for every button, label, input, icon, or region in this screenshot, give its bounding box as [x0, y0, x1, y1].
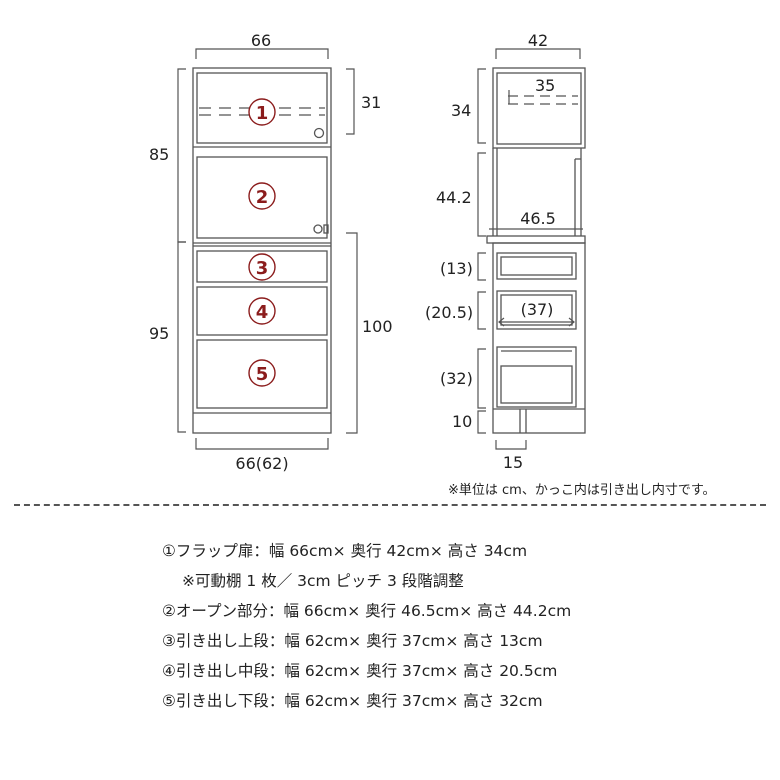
drawer-section-height-label: 100: [362, 317, 393, 336]
side-flap-height-label: 34: [451, 101, 471, 120]
badge-4-label: 4: [256, 302, 269, 323]
open-height-label: 44.2: [436, 188, 472, 207]
upper-height-label: 85: [149, 145, 169, 164]
drawer-inner-depth-label: (37): [521, 300, 554, 319]
dimension-diagram: 1 2 3 4 5 66 31 85 95 100 66(62): [149, 31, 586, 473]
drawer1-height-label: (13): [440, 259, 473, 278]
badge-4-icon: [248, 297, 276, 325]
badge-3-label: 3: [256, 258, 269, 279]
spec-drawer-middle: ④引き出し中段：幅 62cm× 奥行 37cm× 高さ 20.5cm: [162, 662, 558, 680]
spec-shelf-note: ※可動棚 1 枚／ 3cm ピッチ 3 段階調整: [182, 572, 464, 590]
front-width-label: 66: [251, 31, 271, 50]
badge-3-icon: [248, 253, 276, 281]
front-cabinet-outline: [192, 67, 332, 434]
drawer-top-panel: [196, 250, 328, 283]
open-depth-label: 46.5: [520, 209, 556, 228]
badge-2-icon: [248, 182, 276, 210]
side-counter-top: [486, 235, 586, 244]
side-flap-inner: [496, 72, 582, 145]
spec-flap-door: ①フラップ扉：幅 66cm× 奥行 42cm× 高さ 34cm: [162, 542, 528, 560]
shelf-inner-label: 35: [535, 76, 555, 95]
drawer-bottom-panel: [196, 339, 328, 409]
unit-note: ※単位は cm、かっこ内は引き出し内寸です。: [448, 483, 716, 498]
side-drawer-2: [496, 290, 577, 330]
badge-5-icon: [248, 359, 276, 387]
front-bottom-width-label: 66(62): [235, 454, 288, 473]
badge-1-label: 1: [256, 103, 269, 124]
side-drawer-1: [496, 252, 577, 280]
badge-1-icon: [248, 98, 276, 126]
spec-drawer-top: ③引き出し上段：幅 62cm× 奥行 37cm× 高さ 13cm: [162, 632, 543, 650]
lower-height-label: 95: [149, 324, 169, 343]
side-lower-outline: [492, 242, 586, 434]
spec-list: ①フラップ扉：幅 66cm× 奥行 42cm× 高さ 34cm ※可動棚 1 枚…: [162, 536, 571, 716]
flap-door-panel: [196, 72, 328, 144]
drawer2-height-label: (20.5): [425, 303, 473, 322]
drawer-middle-panel: [196, 286, 328, 336]
side-drawer-3: [496, 346, 577, 408]
drawer3-height-label: (32): [440, 369, 473, 388]
side-depth-label: 42: [528, 31, 548, 50]
badge-2-label: 2: [256, 187, 269, 208]
plinth-height-label: 10: [452, 412, 472, 431]
badge-5-label: 5: [256, 364, 269, 385]
open-section-panel: [196, 156, 328, 239]
latch-icon: [313, 224, 323, 234]
spec-drawer-bottom: ⑤引き出し下段：幅 62cm× 奥行 37cm× 高さ 32cm: [162, 692, 543, 710]
flap-height-label: 31: [361, 93, 381, 112]
spec-open-section: ②オープン部分：幅 66cm× 奥行 46.5cm× 高さ 44.2cm: [162, 602, 572, 620]
flap-knob: [313, 127, 325, 139]
side-upper-outline: [492, 67, 586, 149]
dashed-divider: [14, 504, 766, 506]
plinth-depth-label: 15: [503, 453, 523, 472]
